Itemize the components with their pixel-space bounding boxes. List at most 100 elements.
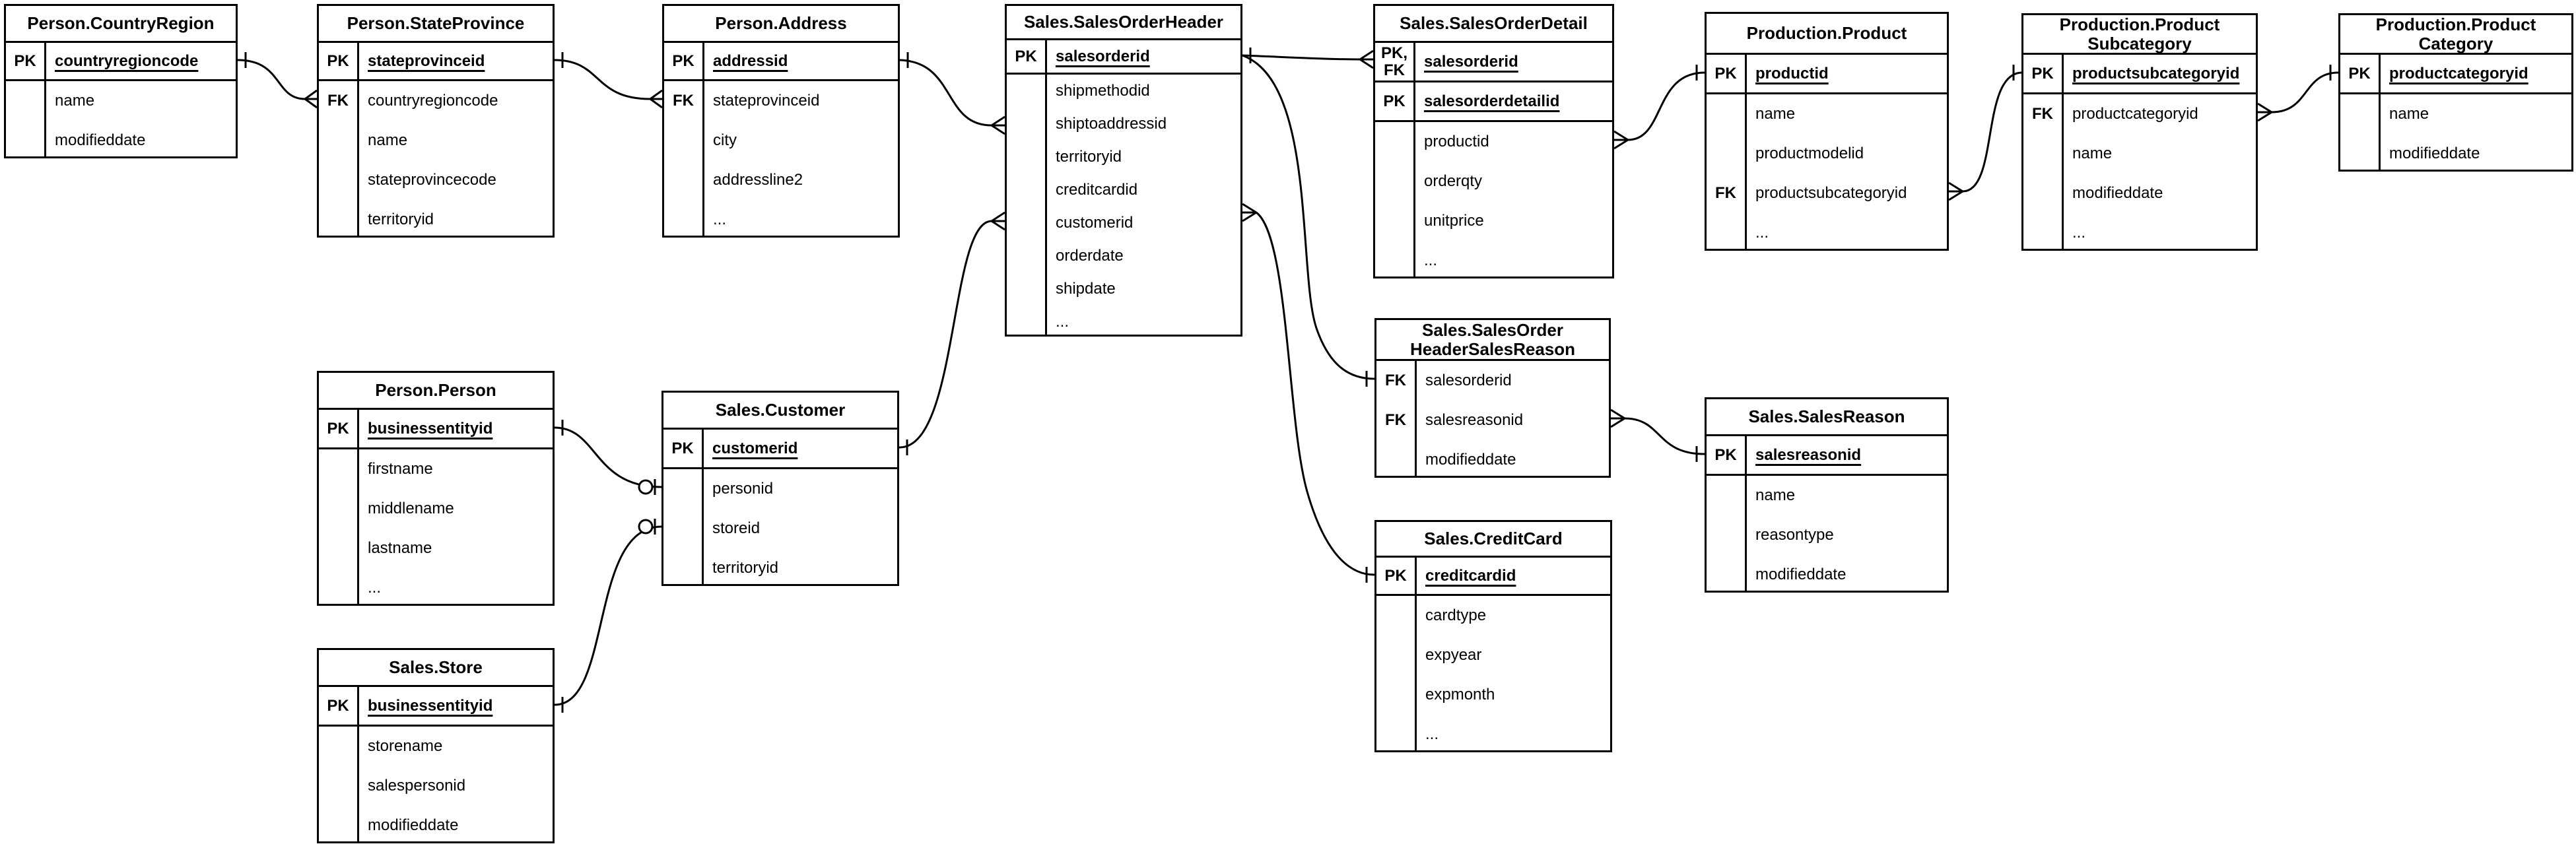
field-name: ... xyxy=(1755,224,1769,242)
field-name: creditcardid xyxy=(1056,181,1138,199)
field-name: shiptoaddressid xyxy=(1056,115,1167,133)
field-row: name xyxy=(1707,94,1947,134)
field-name: city xyxy=(713,131,737,149)
connector-salesorderheader-creditcard[interactable] xyxy=(1242,203,1375,583)
field-name: productmodelid xyxy=(1755,145,1864,162)
many-marker xyxy=(991,115,1005,135)
field-row: shiptoaddressid xyxy=(1007,108,1240,141)
connector-salesorderheader-salesorderdetail[interactable] xyxy=(1242,48,1374,69)
field-name: modifieddate xyxy=(55,131,146,149)
field-row: middlename xyxy=(319,489,553,529)
primary-key-field: salesorderid xyxy=(1424,52,1518,71)
connector-product-productsubcategory[interactable] xyxy=(1948,65,2022,201)
field-row: shipmethodid xyxy=(1007,75,1240,108)
field-row: expmonth xyxy=(1376,675,1610,715)
field-name: lastname xyxy=(368,539,432,557)
field-row: modifieddate xyxy=(6,121,236,160)
connector-salesorderheader-salesorderheadersalesreason[interactable] xyxy=(1242,54,1375,387)
field-name: customerid xyxy=(1056,214,1134,232)
field-row: modifieddate xyxy=(1376,440,1609,480)
field-row: modifieddate xyxy=(319,806,553,845)
field-name: territoryid xyxy=(712,559,779,577)
field-name: cardtype xyxy=(1425,606,1487,624)
key-column-divider xyxy=(357,687,359,841)
primary-key-field: businessentityid xyxy=(368,696,493,715)
field-row: unitprice xyxy=(1375,201,1612,241)
field-name: reasontype xyxy=(1755,526,1834,544)
field-name: expyear xyxy=(1425,646,1482,664)
field-name: productid xyxy=(1424,133,1489,150)
field-row: addressline2 xyxy=(664,160,898,200)
primary-key-field: stateprovinceid xyxy=(368,51,485,70)
many-marker xyxy=(2257,102,2272,122)
relationship-line xyxy=(898,220,992,449)
connector-countryregion-stateprovince[interactable] xyxy=(237,52,318,109)
field-row: PK creditcardid xyxy=(1376,558,1610,596)
key-column-divider xyxy=(2062,55,2064,249)
field-name: ... xyxy=(1424,251,1438,269)
connector-store-customer[interactable] xyxy=(554,519,662,713)
table-title: Person.Person xyxy=(319,373,553,410)
connector-person-customer[interactable] xyxy=(554,420,662,495)
primary-key-field: countryregioncode xyxy=(55,51,199,70)
many-marker xyxy=(650,89,663,109)
connector-salesorderheadersalesreason-salesreason[interactable] xyxy=(1610,408,1705,462)
connector-salesorderdetail-product[interactable] xyxy=(1613,65,1705,150)
field-name: storename xyxy=(368,737,443,755)
field-name: stateprovincecode xyxy=(368,171,496,189)
table-title: Sales.Store xyxy=(319,650,553,687)
zero-marker xyxy=(638,479,654,495)
primary-key-field: salesorderid xyxy=(1056,47,1150,65)
primary-key-field: businessentityid xyxy=(368,419,493,438)
field-row: storeid xyxy=(663,509,897,548)
field-row: orderqty xyxy=(1375,162,1612,201)
table-title: Person.Address xyxy=(664,6,898,43)
connector-productsubcategory-productcategory[interactable] xyxy=(2257,65,2339,122)
many-marker xyxy=(304,89,318,109)
connector-address-salesorderheader[interactable] xyxy=(899,52,1005,135)
connector-stateprovince-address[interactable] xyxy=(554,52,663,109)
field-name: storeid xyxy=(712,519,761,537)
field-row: expyear xyxy=(1376,635,1610,675)
field-name: name xyxy=(1755,486,1796,504)
field-name: modifieddate xyxy=(1755,566,1847,583)
table-title: Person.StateProvince xyxy=(319,6,553,43)
relationship-line xyxy=(237,59,306,100)
key-label: PK xyxy=(1384,566,1407,585)
table-title: Sales.SalesOrderDetail xyxy=(1375,6,1612,43)
field-row: shipdate xyxy=(1007,273,1240,306)
primary-key-field: creditcardid xyxy=(1425,566,1516,585)
many-marker xyxy=(1613,130,1629,150)
key-column-divider xyxy=(2379,55,2381,170)
field-row: ... xyxy=(1007,306,1240,339)
field-name: territoryid xyxy=(1056,148,1122,166)
field-name: modifieddate xyxy=(2389,145,2480,162)
table-title: Sales.SalesOrder HeaderSalesReason xyxy=(1376,320,1609,361)
field-name: ... xyxy=(713,211,727,228)
many-marker xyxy=(1242,203,1257,222)
field-row: name xyxy=(6,81,236,121)
field-name: firstname xyxy=(368,460,433,478)
connector-customer-salesorderheader[interactable] xyxy=(898,211,1005,455)
